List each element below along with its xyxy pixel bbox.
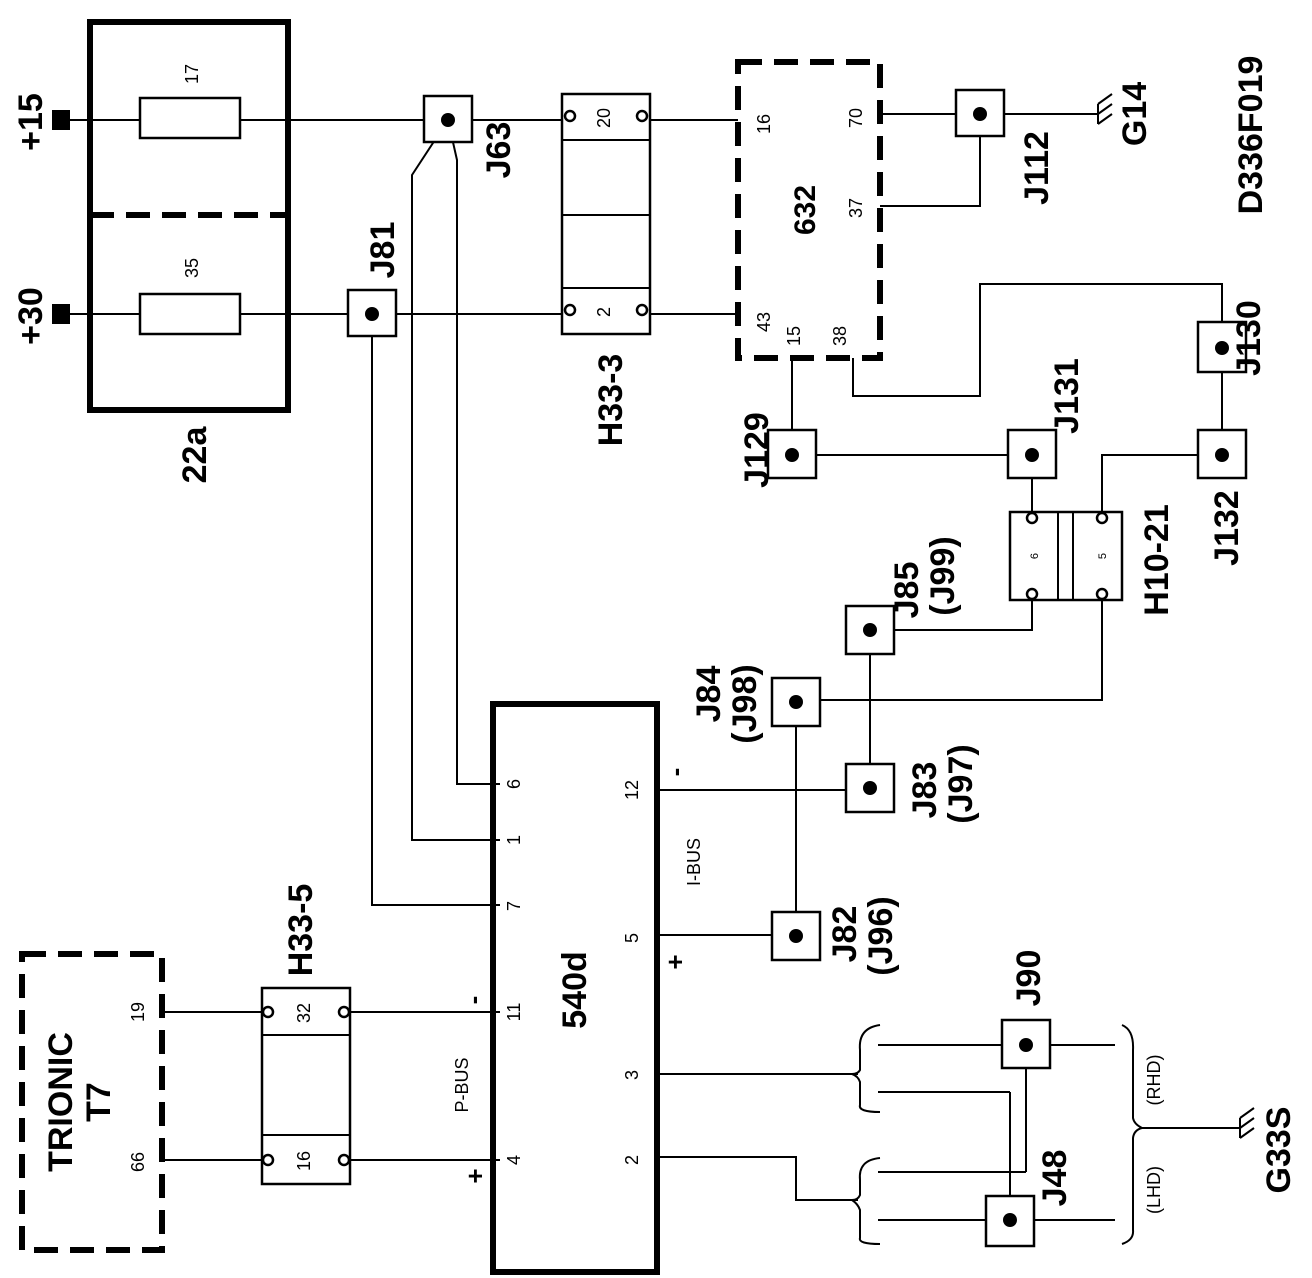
pin-3: 3 [622, 1070, 642, 1080]
ibus-label: I-BUS [684, 838, 704, 886]
pin-16: 16 [754, 114, 774, 134]
pin-38: 38 [830, 326, 850, 346]
fuse-35 [138, 292, 242, 336]
pbus-plus: + [460, 1168, 490, 1183]
junction-j63-label: J63 [480, 122, 518, 179]
connector-h33-3: 20 2 H33-3 [560, 92, 652, 447]
pin-5: 5 [622, 933, 642, 943]
rhd-label: (RHD) [1144, 1055, 1164, 1106]
fuse-17-label: 17 [182, 64, 202, 84]
pbus-label: P-BUS [452, 1057, 472, 1112]
h33-3-pin-2: 2 [594, 307, 614, 317]
drawing-id: D336F019 [1232, 56, 1270, 215]
fuse-17 [138, 96, 242, 140]
module-632: 632 16 70 37 43 15 38 [735, 59, 883, 361]
pin-12: 12 [622, 780, 642, 800]
fuse-box-22a: 17 35 22a [87, 19, 291, 484]
junction-j98-label: (J98) [726, 664, 764, 743]
trionic-outline [19, 951, 165, 1253]
pin-6: 6 [504, 779, 524, 789]
trionic-pin-19: 19 [128, 1002, 148, 1022]
h33-5-pin-16: 16 [294, 1151, 314, 1171]
h10-21-pin-5: 5 [1097, 553, 1109, 559]
pin-11: 11 [504, 1003, 524, 1022]
h33-5-label: H33-5 [282, 884, 320, 977]
module-540d: 540d 6 1 7 11 4 12 5 3 2 P-BUS I-BUS - +… [452, 701, 704, 1275]
connector-h33-5: 32 16 H33-5 [260, 884, 352, 1186]
pin-15: 15 [784, 326, 804, 346]
ibus-plus: + [660, 954, 690, 969]
pin-7: 7 [504, 901, 524, 911]
h10-21-label: H10-21 [1138, 504, 1176, 616]
junction-j131-label: J131 [1048, 358, 1086, 434]
h33-3-pin-20: 20 [594, 108, 614, 128]
junction-j81-label: J81 [364, 222, 402, 279]
connector-h10-21: 6 5 H10-21 [1008, 504, 1176, 616]
pin-2: 2 [622, 1155, 642, 1165]
junction-j48 [984, 1194, 1036, 1248]
pin-70: 70 [846, 108, 866, 128]
h33-3-label: H33-3 [592, 354, 630, 447]
junctions: J63 J81 J112 J129 J131 J130 J132 J85 (J9… [346, 88, 1268, 1248]
module-632-outline [735, 59, 883, 361]
trionic-line1: TRIONIC [42, 1032, 80, 1172]
junction-j96-label: (J96) [862, 896, 900, 975]
junction-j97-label: (J97) [942, 744, 980, 823]
fuse-box-label: 22a [176, 426, 214, 484]
junction-j112-label: J112 [1018, 131, 1056, 205]
junction-j90-label: J90 [1010, 950, 1048, 1007]
label-plus15: +15 [12, 93, 50, 151]
junction-j85-label: J85 [888, 562, 926, 619]
pin-4: 4 [504, 1155, 524, 1165]
h10-21-pin-6: 6 [1029, 553, 1041, 559]
junction-j129-label: J129 [738, 412, 776, 488]
trionic-t7: TRIONIC T7 19 66 [19, 951, 165, 1253]
junction-j82-label: J82 [826, 906, 864, 963]
module-632-label: 632 [789, 185, 822, 235]
module-540d-label: 540d [556, 951, 594, 1029]
junction-j130-label: J130 [1230, 300, 1268, 376]
junction-j83-label: J83 [906, 762, 944, 819]
junction-j48-label: J48 [1036, 1150, 1074, 1207]
h33-5-pin-32: 32 [294, 1003, 314, 1023]
ibus-minus: - [660, 768, 690, 777]
pbus-minus: - [458, 996, 488, 1005]
junction-j90 [1000, 1018, 1052, 1070]
pin-1: 1 [504, 835, 524, 845]
junction-j99-label: (J99) [924, 536, 962, 615]
pin-37: 37 [846, 198, 866, 218]
terminal-plus15 [52, 110, 70, 130]
label-plus30: +30 [12, 287, 50, 345]
supply-terminals: +15 +30 [12, 93, 70, 345]
junction-j132-label: J132 [1208, 490, 1246, 566]
ground-g33s: G33S [1239, 1107, 1298, 1194]
module-540d-outline [490, 701, 660, 1275]
pin-43: 43 [754, 312, 774, 332]
terminal-plus30 [52, 304, 70, 324]
fuse-35-label: 35 [182, 258, 202, 278]
ground-g14: G14 [1097, 82, 1154, 146]
ground-g33s-label: G33S [1260, 1107, 1298, 1194]
lhd-label: (LHD) [1144, 1166, 1164, 1214]
trionic-pin-66: 66 [128, 1152, 148, 1172]
trionic-line2: T7 [80, 1082, 118, 1122]
junction-j84-label: J84 [690, 666, 728, 723]
ground-g14-label: G14 [1116, 82, 1154, 146]
junction-j81 [346, 288, 398, 338]
